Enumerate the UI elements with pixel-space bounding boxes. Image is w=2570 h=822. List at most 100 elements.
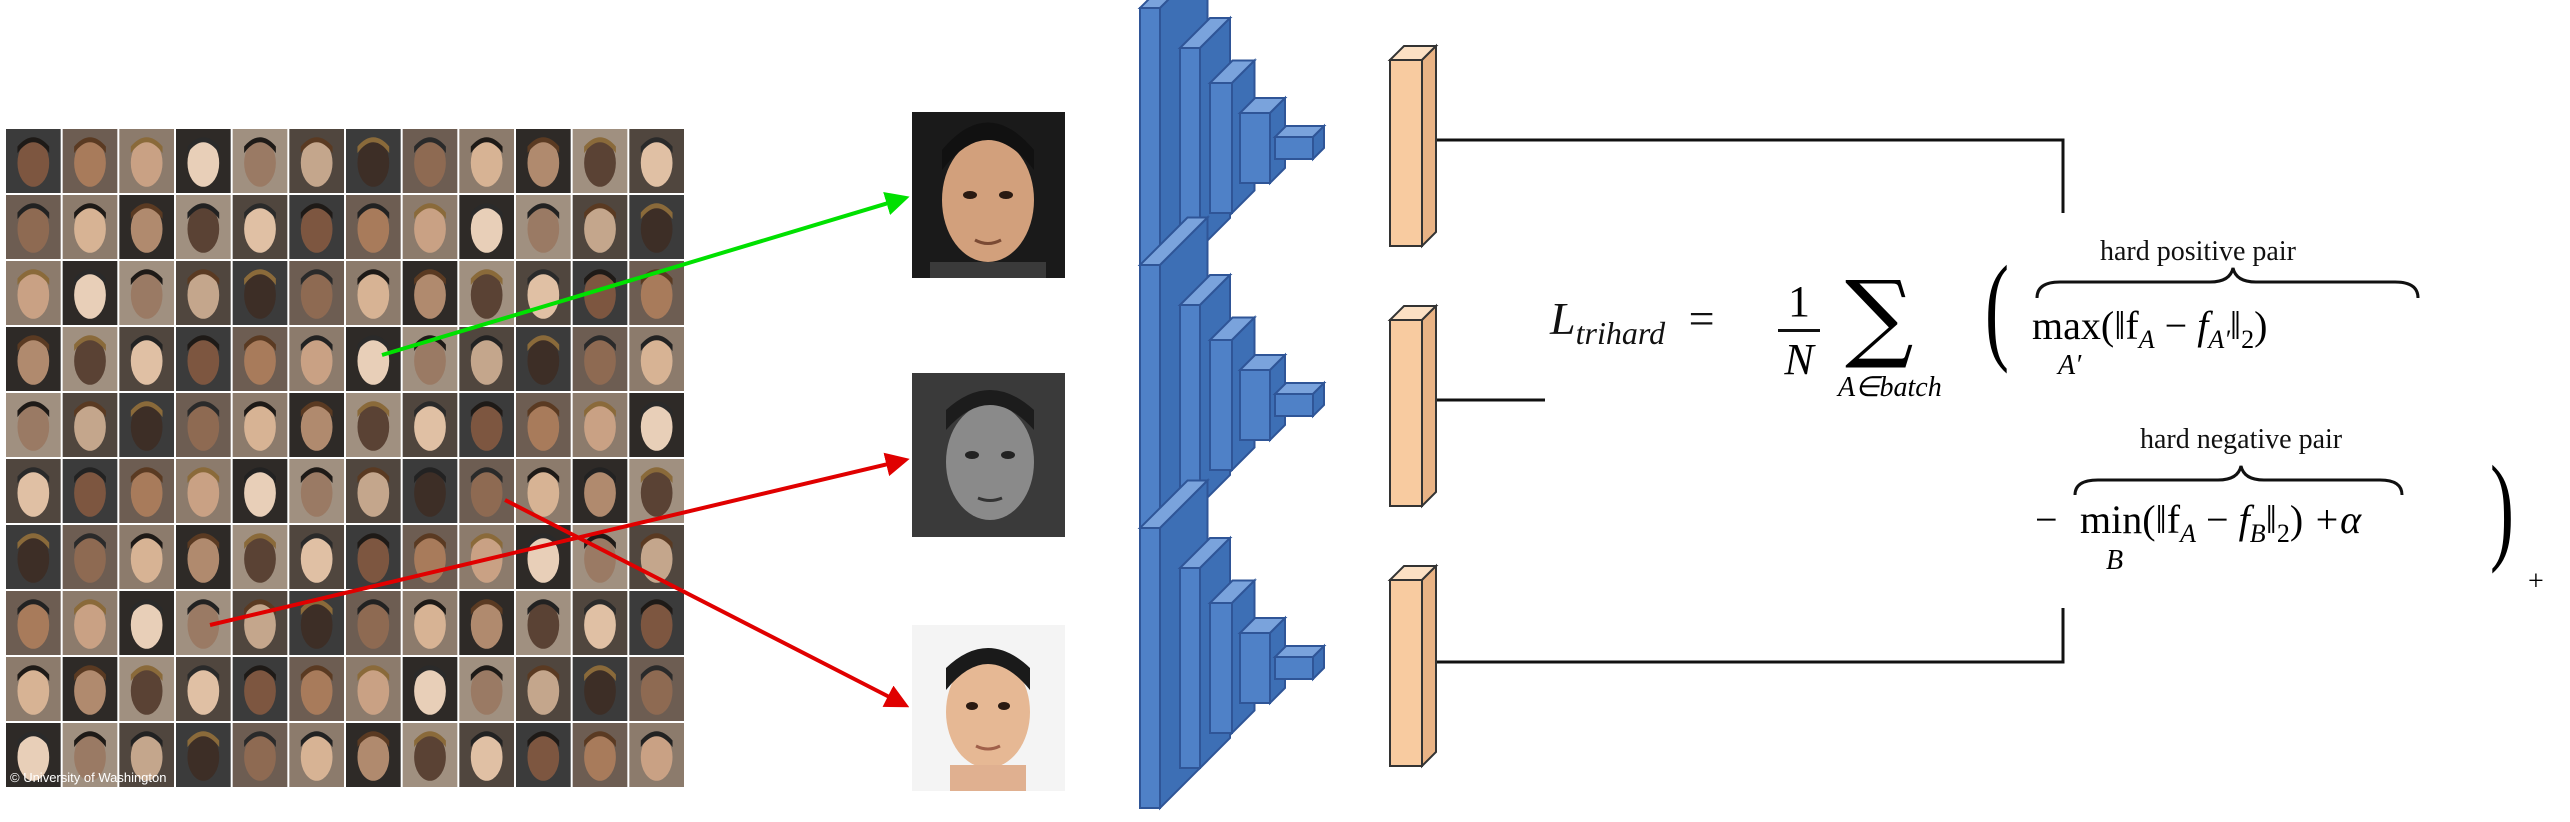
face-thumbnail: [6, 261, 61, 325]
face-thumbnail: [232, 591, 288, 655]
face-thumbnail: [572, 129, 628, 193]
positive-pair-arrow: [381, 192, 910, 357]
face-thumbnail: [346, 525, 401, 589]
face-thumbnail: [119, 459, 174, 523]
positive-part-subscript: +: [2528, 566, 2544, 597]
equals-sign: =: [1688, 293, 1715, 344]
face-thumbnail: [289, 261, 344, 325]
face-thumbnail: [289, 525, 344, 589]
face-thumbnail: [289, 723, 344, 787]
face-thumbnail: [176, 657, 231, 721]
face-thumbnail: [459, 261, 514, 325]
face-thumbnail: [459, 591, 514, 655]
face-thumbnail: [6, 525, 61, 589]
face-thumbnail: [289, 393, 344, 457]
face-thumbnail: [62, 327, 118, 391]
fraction-numerator: 1: [1788, 277, 1810, 326]
face-thumbnail: [629, 327, 684, 391]
face-thumbnail: [232, 393, 288, 457]
face-thumbnail: [289, 327, 344, 391]
conv-layer: [1272, 380, 1327, 419]
face-thumbnail: [119, 393, 174, 457]
face-thumbnail: [572, 723, 628, 787]
cnn-network: [1137, 478, 1327, 811]
face-thumbnail: [572, 327, 628, 391]
face-thumbnail: [62, 591, 118, 655]
loss-symbol: L: [1550, 293, 1576, 344]
face-thumbnail: [402, 723, 458, 787]
face-thumbnail: [6, 393, 61, 457]
face-thumbnail: [232, 657, 288, 721]
face-thumbnail: [119, 723, 174, 787]
face-thumbnail: [629, 393, 684, 457]
face-thumbnail: [516, 327, 571, 391]
face-thumbnail: [232, 459, 288, 523]
face-thumbnail: [176, 525, 231, 589]
face-thumbnail: [232, 723, 288, 787]
face-thumbnail: [6, 327, 61, 391]
face-thumbnail: [346, 261, 401, 325]
face-thumbnail: [62, 129, 118, 193]
face-thumbnail: [459, 459, 514, 523]
face-thumbnail: [289, 459, 344, 523]
face-thumbnail: [346, 129, 401, 193]
face-thumbnail: [176, 195, 231, 259]
negative-pair-brace: [2073, 465, 2404, 496]
face-thumbnail: [572, 261, 628, 325]
face-thumbnail: [62, 525, 118, 589]
face-thumbnail: [402, 393, 458, 457]
feature-vector: [1387, 303, 1439, 509]
face-thumbnail: [176, 261, 231, 325]
face-thumbnail: [62, 459, 118, 523]
negative-face: [912, 373, 1065, 537]
face-thumbnail: [232, 129, 288, 193]
min-subscript: B: [2106, 545, 2124, 576]
face-thumbnail: [516, 261, 571, 325]
face-thumbnail: [6, 195, 61, 259]
face-thumbnail: [176, 723, 231, 787]
face-thumbnail: [119, 525, 174, 589]
face-thumbnail: [516, 657, 571, 721]
anchor-connector: [1437, 138, 2065, 213]
negative-pair-arrow: [504, 498, 910, 708]
face-thumbnail: [516, 591, 571, 655]
face-thumbnail: [572, 195, 628, 259]
face-thumbnail: [402, 195, 458, 259]
face-thumbnail: [6, 657, 61, 721]
face-thumbnail: [572, 393, 628, 457]
face-thumbnail: [289, 129, 344, 193]
face-thumbnail: [629, 129, 684, 193]
face-thumbnail: [402, 261, 458, 325]
face-thumbnail: [516, 393, 571, 457]
max-subscript: A′: [2058, 350, 2082, 381]
face-thumbnail: [402, 459, 458, 523]
face-thumbnail: [62, 657, 118, 721]
face-thumbnail: [346, 195, 401, 259]
face-thumbnail: [516, 195, 571, 259]
face-thumbnail: [346, 327, 401, 391]
face-thumbnail: [176, 393, 231, 457]
face-thumbnail: [176, 459, 231, 523]
face-thumbnail: [459, 525, 514, 589]
conv-layer: [1272, 123, 1327, 162]
face-thumbnail: [232, 525, 288, 589]
sum-symbol: ∑: [1845, 260, 1914, 372]
face-thumbnail: [516, 723, 571, 787]
face-thumbnail: [629, 723, 684, 787]
face-thumbnail: [459, 195, 514, 259]
positive-face: [912, 625, 1065, 791]
face-thumbnail: [176, 129, 231, 193]
minus-sign: −: [2035, 497, 2058, 542]
fraction-denominator: N: [1784, 335, 1814, 384]
face-thumbnail: [119, 129, 174, 193]
close-paren: ): [2490, 441, 2514, 574]
connector-lines: [1437, 138, 2065, 664]
loss-subscript: trihard: [1575, 315, 1666, 352]
face-thumbnail: [232, 327, 288, 391]
face-thumbnail: [402, 327, 458, 391]
sum-subscript: A∈batch: [1838, 372, 1942, 403]
face-thumbnail: [346, 393, 401, 457]
face-thumbnail: [629, 195, 684, 259]
feature-vector: [1387, 43, 1439, 249]
